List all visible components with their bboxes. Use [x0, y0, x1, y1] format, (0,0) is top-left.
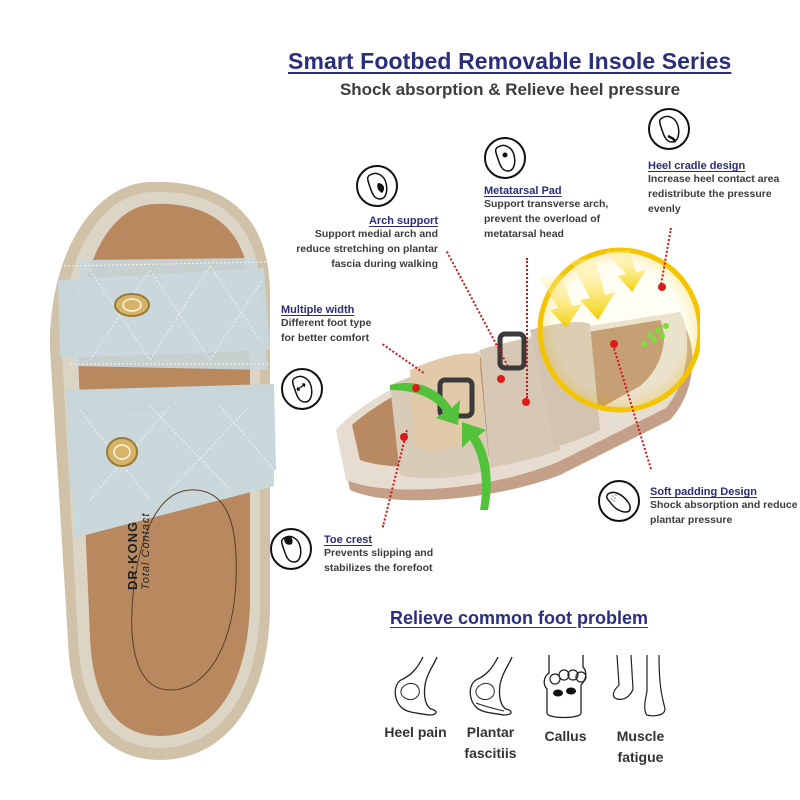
brand-name: DR·KONG	[125, 520, 140, 590]
callus-icon	[543, 655, 587, 719]
foot-metatarsal-icon	[484, 137, 526, 179]
foot-toe-icon	[270, 528, 312, 570]
plantar-fasciitis-icon	[469, 656, 513, 716]
pointer-dot-heel	[658, 283, 666, 291]
foot-width-icon	[281, 368, 323, 410]
sandal-feature-diagram	[330, 240, 703, 530]
feature-soft-padding: Soft padding Design Shock absorption and…	[598, 480, 798, 528]
insole-padding-icon	[598, 480, 640, 522]
feature-title: Heel cradle design	[648, 160, 746, 172]
feature-title: Soft padding Design	[650, 486, 757, 498]
feature-heel-cradle: Heel cradle design Increase heel contact…	[648, 108, 798, 217]
feature-arch-support: Arch support Support medial arch and red…	[280, 165, 438, 272]
feature-desc: Increase heel contact area redistribute …	[648, 173, 780, 215]
feature-toe-crest: Toe crest Prevents slipping and stabiliz…	[270, 528, 460, 576]
pointer-dot-arch	[497, 375, 505, 383]
problem-item-plantar-fasciitis: Plantar fascitiis	[453, 655, 528, 768]
pointer-dot-metatarsal	[522, 398, 530, 406]
sandal-top-view-image: DR·KONG Total Contact	[30, 170, 280, 770]
feature-title: Toe crest	[324, 534, 373, 546]
feature-desc: Support transverse arch, prevent the ove…	[484, 198, 609, 240]
leader-line-metatarsal	[526, 258, 528, 398]
pointer-dot-toe	[400, 433, 408, 441]
brand-tagline: Total Contact	[140, 512, 152, 590]
insole-brand-logo: DR·KONG Total Contact	[125, 450, 152, 590]
feature-title: Multiple width	[281, 304, 355, 316]
feature-desc: Support medial arch and reduce stretchin…	[296, 228, 438, 270]
foot-arch-icon	[356, 165, 398, 207]
feature-multiple-width: Multiple width Different foot type for b…	[281, 304, 381, 410]
feature-metatarsal-pad: Metatarsal Pad Support transverse arch, …	[484, 137, 634, 242]
pointer-dot-padding	[610, 340, 618, 348]
heel-pain-icon	[394, 656, 438, 716]
problems-section-title: Relieve common foot problem	[390, 608, 649, 628]
page-title: Smart Footbed Removable Insole Series	[288, 48, 732, 74]
problems-list: Heel pain Plantar fascitiis Callus Muscl…	[378, 654, 678, 768]
feature-title: Arch support	[368, 215, 438, 227]
problem-item-callus: Callus	[528, 655, 603, 768]
problem-item-muscle-fatigue: Muscle fatigue	[603, 654, 678, 768]
feature-desc: Shock absorption and reduce plantar pres…	[650, 499, 798, 526]
page-subtitle: Shock absorption & Relieve heel pressure	[339, 80, 681, 99]
problem-item-heel-pain: Heel pain	[378, 655, 453, 768]
pointer-dot-width	[412, 384, 420, 392]
feature-desc: Prevents slipping and stabilizes the for…	[324, 547, 434, 574]
feature-desc: Different foot type for better comfort	[281, 317, 372, 344]
feature-title: Metatarsal Pad	[484, 185, 562, 197]
foot-heel-icon	[648, 108, 690, 150]
muscle-fatigue-icon	[612, 654, 666, 717]
